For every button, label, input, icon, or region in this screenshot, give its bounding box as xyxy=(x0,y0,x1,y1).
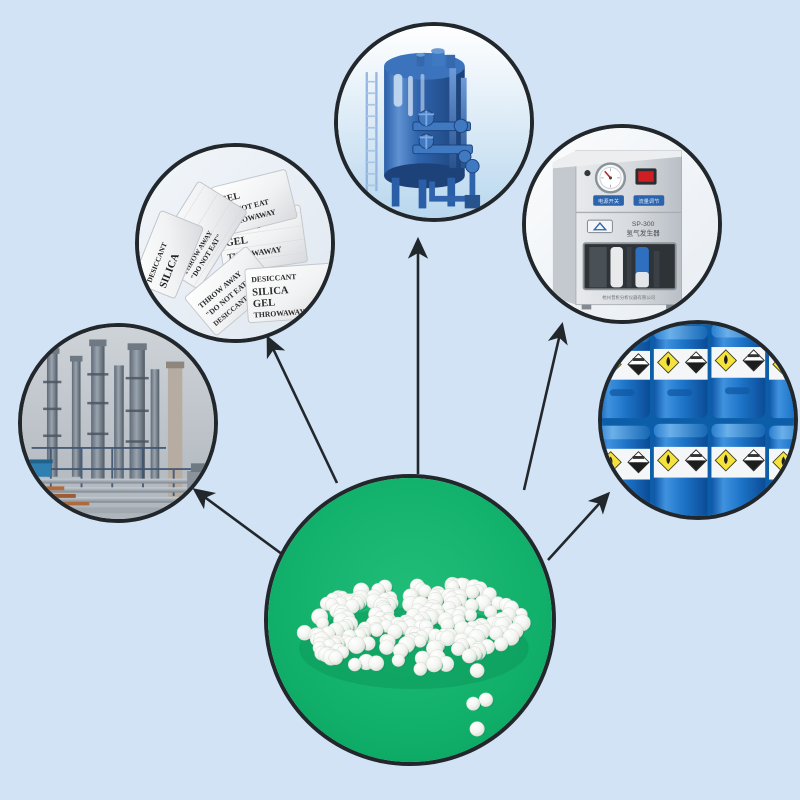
node-gas-generator[interactable]: 电源开关 流量调节 SP-300 氢气发生器 xyxy=(522,124,722,324)
pressure-vessel-image xyxy=(338,26,530,218)
arrow-to-silica-gel-packets xyxy=(266,335,339,484)
generator-footer-text: 杭州普析分析仪器有限公司 xyxy=(602,294,655,301)
svg-text:GEL: GEL xyxy=(253,298,276,311)
gas-generator-image: 电源开关 流量调节 SP-300 氢气发生器 xyxy=(526,128,718,320)
node-silica-gel-packets[interactable]: SILICA GEL THROWAWAY GEL DO NOT EAT THRO… xyxy=(135,143,335,343)
refinery-image xyxy=(22,327,214,519)
arrow-to-gas-generator xyxy=(522,321,568,491)
silica-gel-image: SILICA GEL THROWAWAY GEL DO NOT EAT THRO… xyxy=(139,147,331,339)
center-product[interactable] xyxy=(264,474,556,766)
node-water-treatment-vessel[interactable] xyxy=(334,22,534,222)
svg-text:电源开关: 电源开关 xyxy=(598,197,620,205)
svg-text:流量调节: 流量调节 xyxy=(638,197,659,205)
node-refinery-plant[interactable] xyxy=(18,323,218,523)
svg-text:THROWAWAY: THROWAWAY xyxy=(253,307,305,320)
generator-model-text: SP-300 xyxy=(632,221,655,228)
svg-text:DESICCANT: DESICCANT xyxy=(251,272,297,284)
node-chemical-drums[interactable] xyxy=(598,320,798,520)
generator-panel-text: 氢气发生器 xyxy=(626,229,660,238)
svg-text:SILICA: SILICA xyxy=(252,285,289,299)
chemical-drums-image xyxy=(602,324,794,516)
arrow-to-chemical-drums xyxy=(547,491,611,561)
desiccant-balls-image xyxy=(268,478,552,762)
